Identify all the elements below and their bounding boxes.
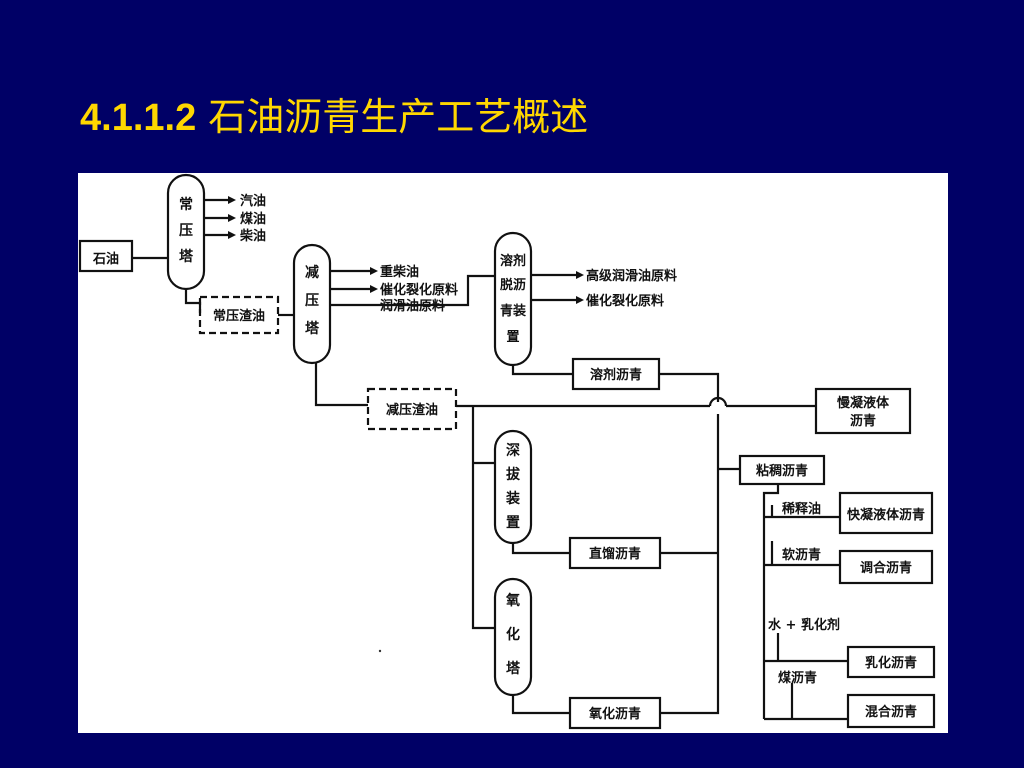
deep-unit-char-2: 拔 (506, 466, 521, 483)
slide-title: 4.1.1.2 石油沥青生产工艺概述 (80, 86, 588, 141)
oxidized-asphalt-label: 氧化沥青 (588, 706, 641, 722)
vacuum-residue-box (366, 387, 458, 431)
premium-lube-feed-label: 高级润滑油原料 (586, 268, 677, 284)
atm-tower-char-1: 常 (179, 196, 193, 213)
solvent-unit-line-3: 青装 (500, 303, 526, 319)
atm-tower-char-2: 压 (179, 223, 193, 239)
fcc-feed-label: 催化裂化原料 (380, 282, 458, 298)
water-emulsifier-label: 水 + 乳化剂 (768, 617, 840, 633)
slow-curing-cutback-box (814, 387, 912, 435)
vac-tower-char-3: 塔 (305, 320, 320, 337)
atm-residue-label: 常压渣油 (213, 308, 265, 324)
vac-residue-label: 减压渣油 (386, 402, 438, 418)
solvent-unit-line-4: 置 (506, 330, 519, 345)
deep-unit-char-3: 装 (505, 490, 521, 507)
oxid-tower-char-3: 塔 (506, 660, 521, 677)
solvent-asphalt-label: 溶剂沥青 (590, 367, 642, 383)
slide-number: 4.1.1.2 (80, 97, 197, 139)
diesel-label: 柴油 (239, 228, 266, 244)
atm-tower-char-3: 塔 (179, 248, 194, 265)
oxid-tower-char-2: 化 (506, 626, 520, 643)
emulsified-asphalt-label: 乳化沥青 (865, 655, 917, 671)
emulsified-asphalt-box (846, 645, 936, 679)
viscous-asphalt-box (738, 454, 826, 486)
viscous-asphalt-label: 粘稠沥青 (755, 463, 808, 479)
deep-unit-char-4: 置 (506, 514, 520, 531)
fast-cutback-label: 快凝液体沥青 (847, 507, 925, 523)
slow-cutback-line-2: 沥青 (850, 413, 876, 429)
straight-run-label: 直馏沥青 (589, 546, 641, 562)
solvent-unit-line-1: 溶剂 (500, 253, 526, 269)
slide-title-text: 石油沥青生产工艺概述 (208, 95, 589, 139)
vac-tower-char-1: 减 (305, 264, 319, 281)
kerosene-label: 煤油 (240, 211, 266, 227)
soft-asphalt-label: 软沥青 (782, 547, 821, 563)
thinner-oil-label: 稀释油 (782, 501, 821, 517)
solvent-deasphalting-unit (493, 231, 533, 367)
solvent-unit-line-2: 脱沥 (500, 277, 526, 293)
mixed-asphalt-box (846, 693, 936, 729)
coal-tar-label: 煤沥青 (778, 670, 817, 686)
lube-feed-label: 润滑油原料 (380, 298, 445, 314)
fast-curing-cutback-box (838, 491, 934, 535)
oxid-tower-char-1: 氧 (505, 592, 520, 609)
mixed-asphalt-label: 混合沥青 (865, 704, 917, 720)
crude-oil-label: 石油 (92, 251, 119, 267)
blended-asphalt-box (838, 549, 934, 585)
asphalt-process-diagram: 石油 常 压 塔 汽油 煤油 柴油 常压渣油 减 压 塔 重柴油 催化裂化原料 … (78, 173, 948, 733)
crude-oil-box (78, 239, 134, 273)
process-flow-svg: 石油 常 压 塔 汽油 煤油 柴油 常压渣油 减 压 塔 重柴油 催化裂化原料 … (78, 173, 936, 730)
deep-unit-char-1: 深 (506, 442, 520, 459)
heavy-diesel-label: 重柴油 (380, 264, 419, 280)
gasoline-label: 汽油 (240, 193, 266, 209)
fcc-feed-2-label: 催化裂化原料 (586, 293, 664, 309)
atmospheric-residue-box (198, 295, 280, 335)
vac-tower-char-2: 压 (305, 293, 319, 309)
slow-cutback-line-1: 慢凝液体 (837, 395, 890, 411)
blended-asphalt-label: 调合沥青 (860, 560, 912, 576)
